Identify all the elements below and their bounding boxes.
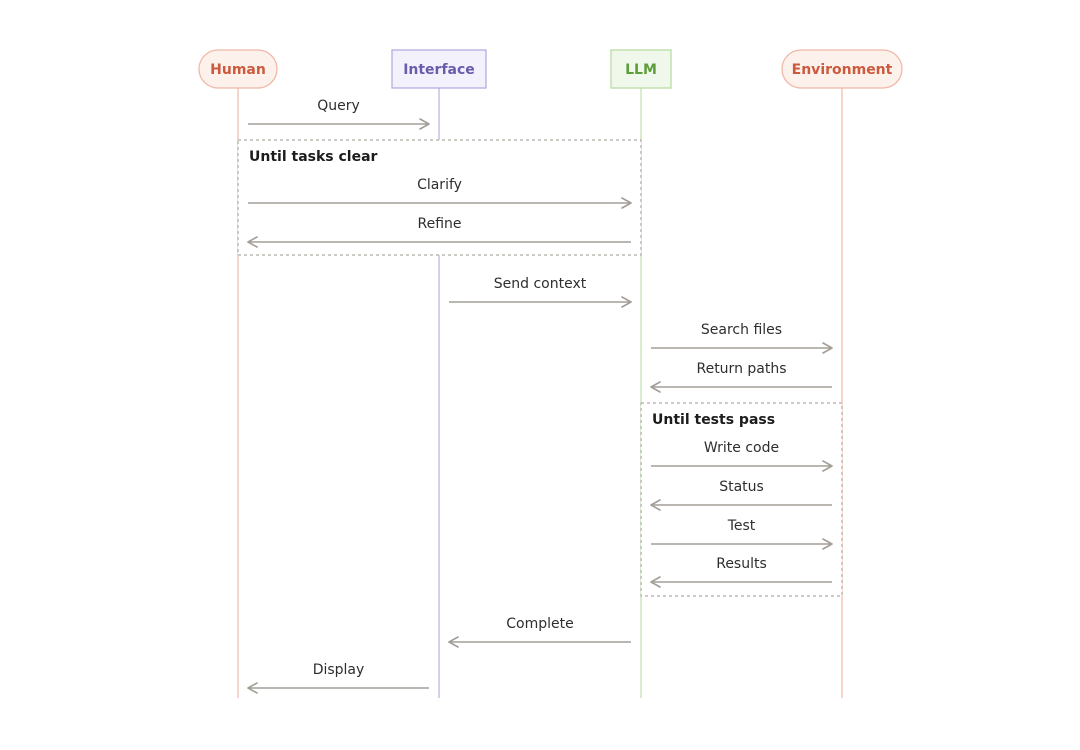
message-label: Status: [719, 479, 764, 495]
actor-llm: LLM: [610, 49, 672, 89]
message-label: Clarify: [417, 177, 462, 193]
actor-box: [391, 49, 487, 89]
actor-label: Human: [210, 62, 266, 78]
actor-box: [610, 49, 672, 89]
loop-frame-label: Until tests pass: [652, 412, 775, 428]
actor-label: LLM: [625, 62, 657, 78]
message: Send context: [449, 276, 632, 308]
loop-frame: [237, 139, 642, 256]
actor-label: Interface: [403, 62, 475, 78]
loop-frame: [640, 402, 843, 597]
message-label: Display: [313, 662, 365, 678]
message-label: Write code: [704, 440, 779, 456]
message: Complete: [448, 616, 631, 648]
message: Results: [650, 556, 832, 588]
actor-interface: Interface: [391, 49, 487, 89]
actors: Human Interface LLM Environment: [198, 49, 903, 89]
message-label: Send context: [494, 276, 587, 292]
loop-frame-label: Until tasks clear: [249, 149, 378, 165]
actor-environment: Environment: [781, 49, 903, 89]
message-label: Complete: [506, 616, 573, 632]
actor-box: [781, 49, 903, 89]
actor-human: Human: [198, 49, 278, 89]
message: Search files: [651, 322, 833, 354]
message: Test: [651, 518, 833, 550]
message-label: Return paths: [696, 361, 786, 377]
message-label: Query: [317, 98, 360, 114]
message-label: Test: [727, 518, 756, 534]
actor-box: [198, 49, 278, 89]
message-label: Search files: [701, 322, 782, 338]
message: Status: [650, 479, 832, 511]
message: Refine: [247, 216, 631, 248]
message: Write code: [651, 440, 833, 472]
actor-label: Environment: [792, 62, 893, 78]
message: Clarify: [248, 177, 632, 209]
message: Display: [247, 662, 429, 694]
message-label: Results: [716, 556, 767, 572]
message: Return paths: [650, 361, 832, 393]
message-label: Refine: [417, 216, 461, 232]
message: Query: [248, 98, 430, 130]
